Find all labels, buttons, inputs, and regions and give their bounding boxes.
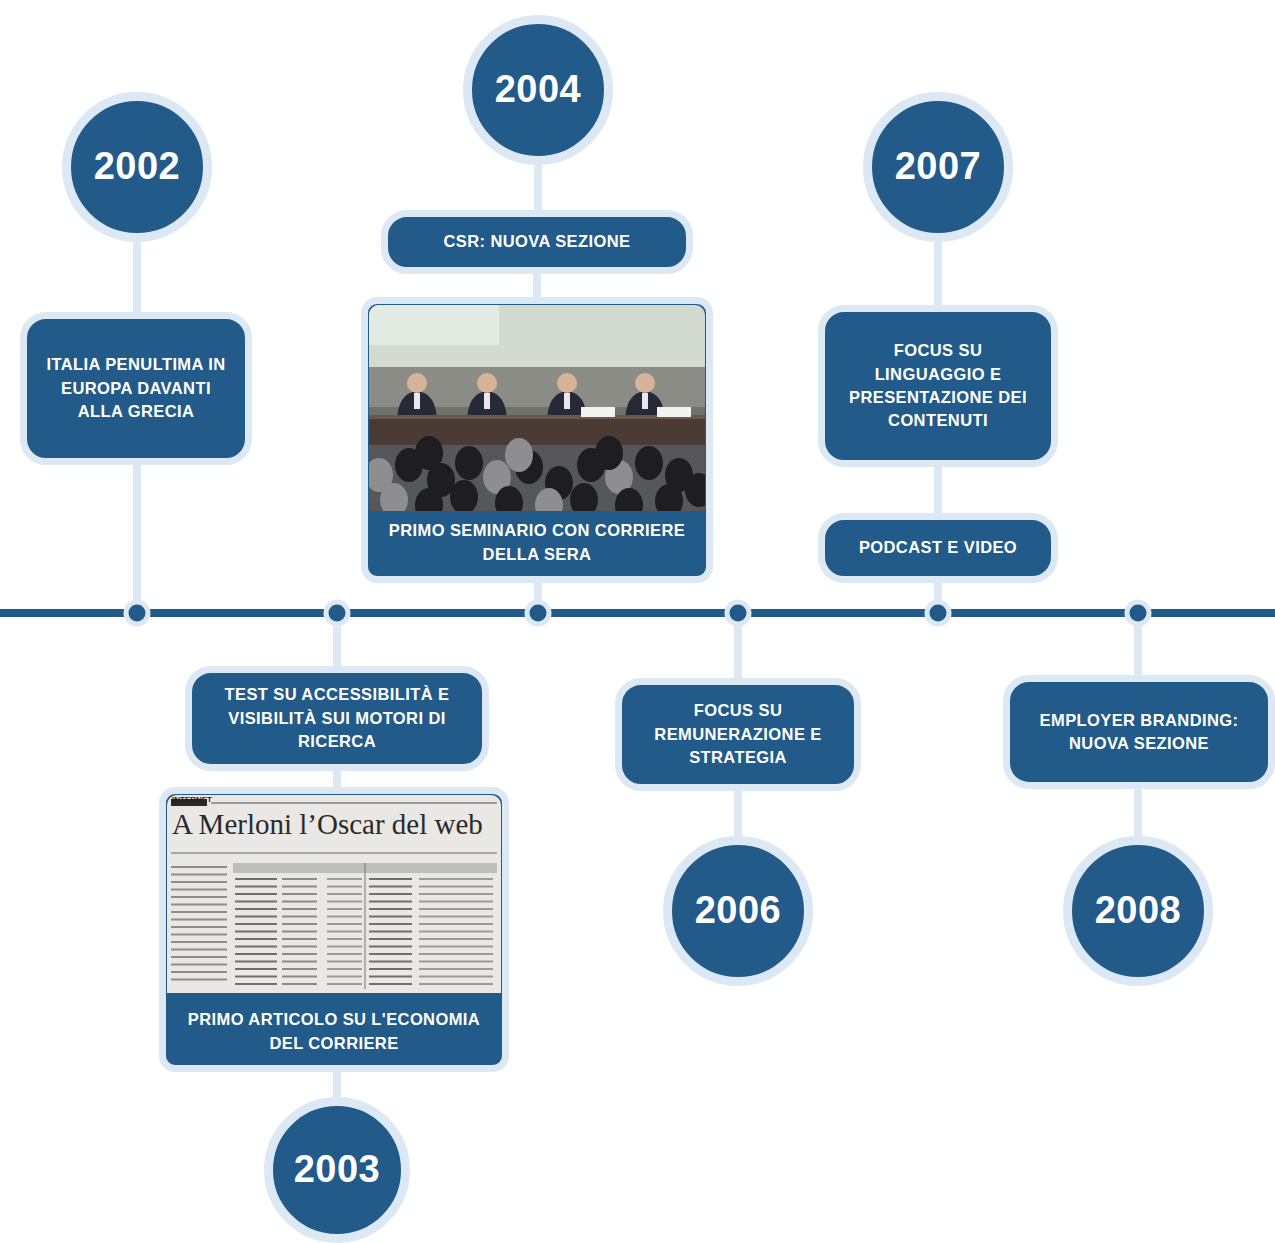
event-text: CSR: NUOVA SEZIONE <box>444 230 631 253</box>
year-label: 2004 <box>495 69 582 111</box>
connector-line <box>934 467 942 513</box>
timeline-dots <box>126 602 1149 624</box>
photo-card: PRIMO SEMINARIO CON CORRIERE DELLA SERA <box>361 297 713 583</box>
event-text: PRIMO ARTICOLO SU L'ECONOMIA DEL CORRIER… <box>178 1008 490 1055</box>
year-label: 2002 <box>94 146 181 188</box>
event-text: FOCUS SU LINGUAGGIO E PRESENTAZIONE DEI … <box>843 339 1033 433</box>
year-circle: 2003 <box>264 1097 410 1243</box>
connector-line <box>533 274 541 297</box>
event-text: PODCAST E VIDEO <box>859 536 1017 559</box>
event-box: ITALIA PENULTIMA IN EUROPA DAVANTI ALLA … <box>20 312 252 465</box>
connector-line <box>133 242 141 312</box>
event-box: FOCUS SU LINGUAGGIO E PRESENTAZIONE DEI … <box>818 305 1058 467</box>
seminar-photo <box>369 305 705 511</box>
year-label: 2008 <box>1095 890 1182 932</box>
connector-line <box>1134 789 1142 836</box>
year-circle: 2002 <box>62 92 212 242</box>
event-box: PODCAST E VIDEO <box>818 513 1058 583</box>
connector-line <box>333 1072 341 1097</box>
event-box: TEST SU ACCESSIBILITÀ E VISIBILITÀ SUI M… <box>185 666 489 771</box>
year-circle: 2004 <box>463 15 613 165</box>
year-label: 2007 <box>895 146 982 188</box>
connector-line <box>534 165 542 210</box>
event-text: ITALIA PENULTIMA IN EUROPA DAVANTI ALLA … <box>41 353 231 423</box>
year-label: 2006 <box>695 890 782 932</box>
event-text: PRIMO SEMINARIO CON CORRIERE DELLA SERA <box>380 519 694 566</box>
connector-line <box>333 771 341 787</box>
timeline-axis <box>0 609 1275 617</box>
year-circle: 2006 <box>663 836 813 986</box>
newspaper-kicker: INTERNET <box>172 795 212 804</box>
connector-line <box>734 791 742 836</box>
event-text: FOCUS SU REMUNERAZIONE E STRATEGIA <box>636 699 840 769</box>
newspaper-headline: A Merloni l’Oscar del web <box>172 808 483 841</box>
event-box: FOCUS SU REMUNERAZIONE E STRATEGIA <box>615 678 861 791</box>
event-box: EMPLOYER BRANDING: NUOVA SEZIONE <box>1003 675 1275 789</box>
year-circle: 2007 <box>863 92 1013 242</box>
event-text: EMPLOYER BRANDING: NUOVA SEZIONE <box>1024 709 1254 756</box>
year-label: 2003 <box>294 1149 381 1191</box>
year-circle: 2008 <box>1063 836 1213 986</box>
event-text: TEST SU ACCESSIBILITÀ E VISIBILITÀ SUI M… <box>206 683 468 753</box>
event-box: CSR: NUOVA SEZIONE <box>381 210 693 274</box>
connector-line <box>934 242 942 305</box>
